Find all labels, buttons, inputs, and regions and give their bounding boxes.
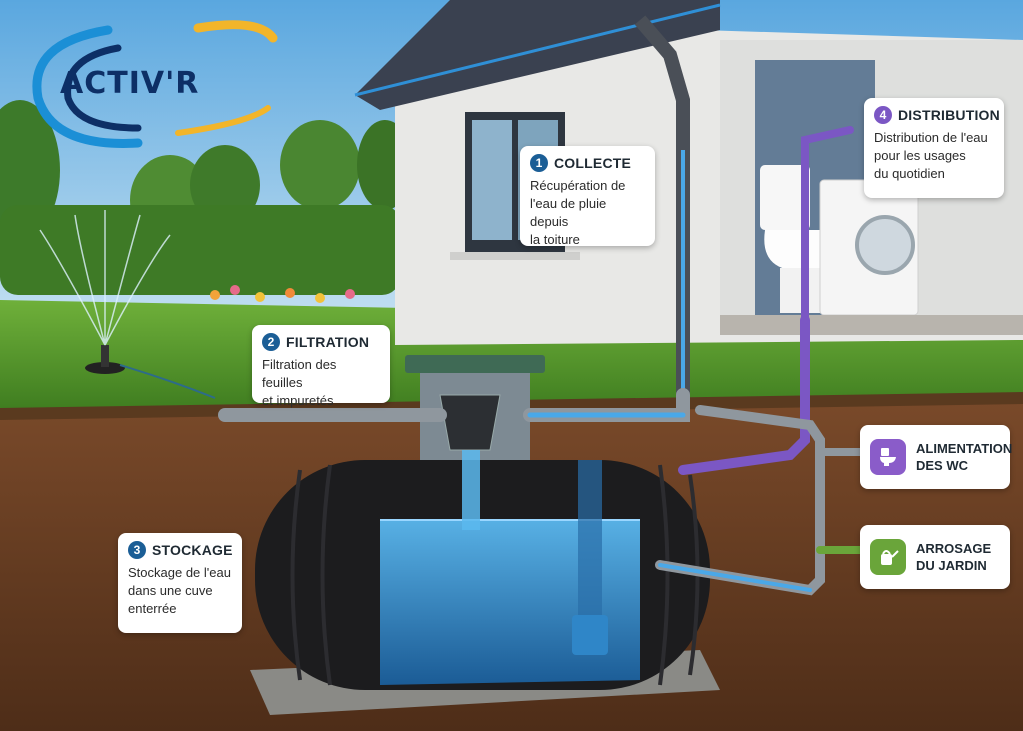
use-label-line: DES WC bbox=[916, 458, 968, 473]
step-text-line: Récupération de bbox=[530, 178, 626, 193]
step-number-badge: 4 bbox=[874, 106, 892, 124]
garden-sprinkler bbox=[39, 210, 216, 399]
step-collecte-card: 1 COLLECTE Récupération de l'eau de pluie… bbox=[520, 146, 655, 247]
storage-tank bbox=[255, 460, 710, 690]
flower-bed bbox=[210, 285, 355, 303]
activr-logo bbox=[32, 20, 278, 148]
step-text-line: l'eau de pluie depuis bbox=[530, 196, 607, 229]
step-text-line: du quotidien bbox=[874, 166, 945, 181]
use-garden-card: ARROSAGE DU JARDIN bbox=[860, 525, 1010, 589]
step-text-line: la toiture bbox=[530, 232, 580, 247]
step-title: COLLECTE bbox=[554, 155, 632, 171]
step-title: STOCKAGE bbox=[152, 542, 233, 558]
step-text-line: Filtration des feuilles bbox=[262, 357, 337, 390]
use-label-line: ARROSAGE bbox=[916, 541, 992, 556]
use-label-line: DU JARDIN bbox=[916, 558, 987, 573]
step-title: DISTRIBUTION bbox=[898, 107, 1000, 123]
step-filtration-card: 2 FILTRATION Filtration des feuilles et i… bbox=[252, 325, 390, 408]
step-number-badge: 3 bbox=[128, 541, 146, 559]
step-text-line: Distribution de l'eau bbox=[874, 130, 988, 145]
use-label-line: ALIMENTATION bbox=[916, 441, 1013, 456]
hedge bbox=[0, 205, 400, 295]
step-text-line: Stockage de l'eau bbox=[128, 565, 231, 580]
step-title: FILTRATION bbox=[286, 334, 370, 350]
toilet-icon bbox=[870, 439, 906, 475]
step-distribution-card: 4 DISTRIBUTION Distribution de l'eau pour… bbox=[864, 98, 1004, 198]
logo-text: ACTIV'R bbox=[60, 66, 200, 101]
step-text-line: pour les usages bbox=[874, 148, 966, 163]
step-number-badge: 2 bbox=[262, 333, 280, 351]
step-text-line: dans une cuve bbox=[128, 583, 213, 598]
step-text-line: enterrée bbox=[128, 601, 177, 616]
step-stockage-card: 3 STOCKAGE Stockage de l'eau dans une cuv… bbox=[118, 533, 242, 633]
step-text-line: et impuretés bbox=[262, 393, 334, 408]
pipes bbox=[218, 126, 864, 596]
watering-can-icon bbox=[870, 539, 906, 575]
step-number-badge: 1 bbox=[530, 154, 548, 172]
use-wc-card: ALIMENTATION DES WC bbox=[860, 425, 1013, 489]
